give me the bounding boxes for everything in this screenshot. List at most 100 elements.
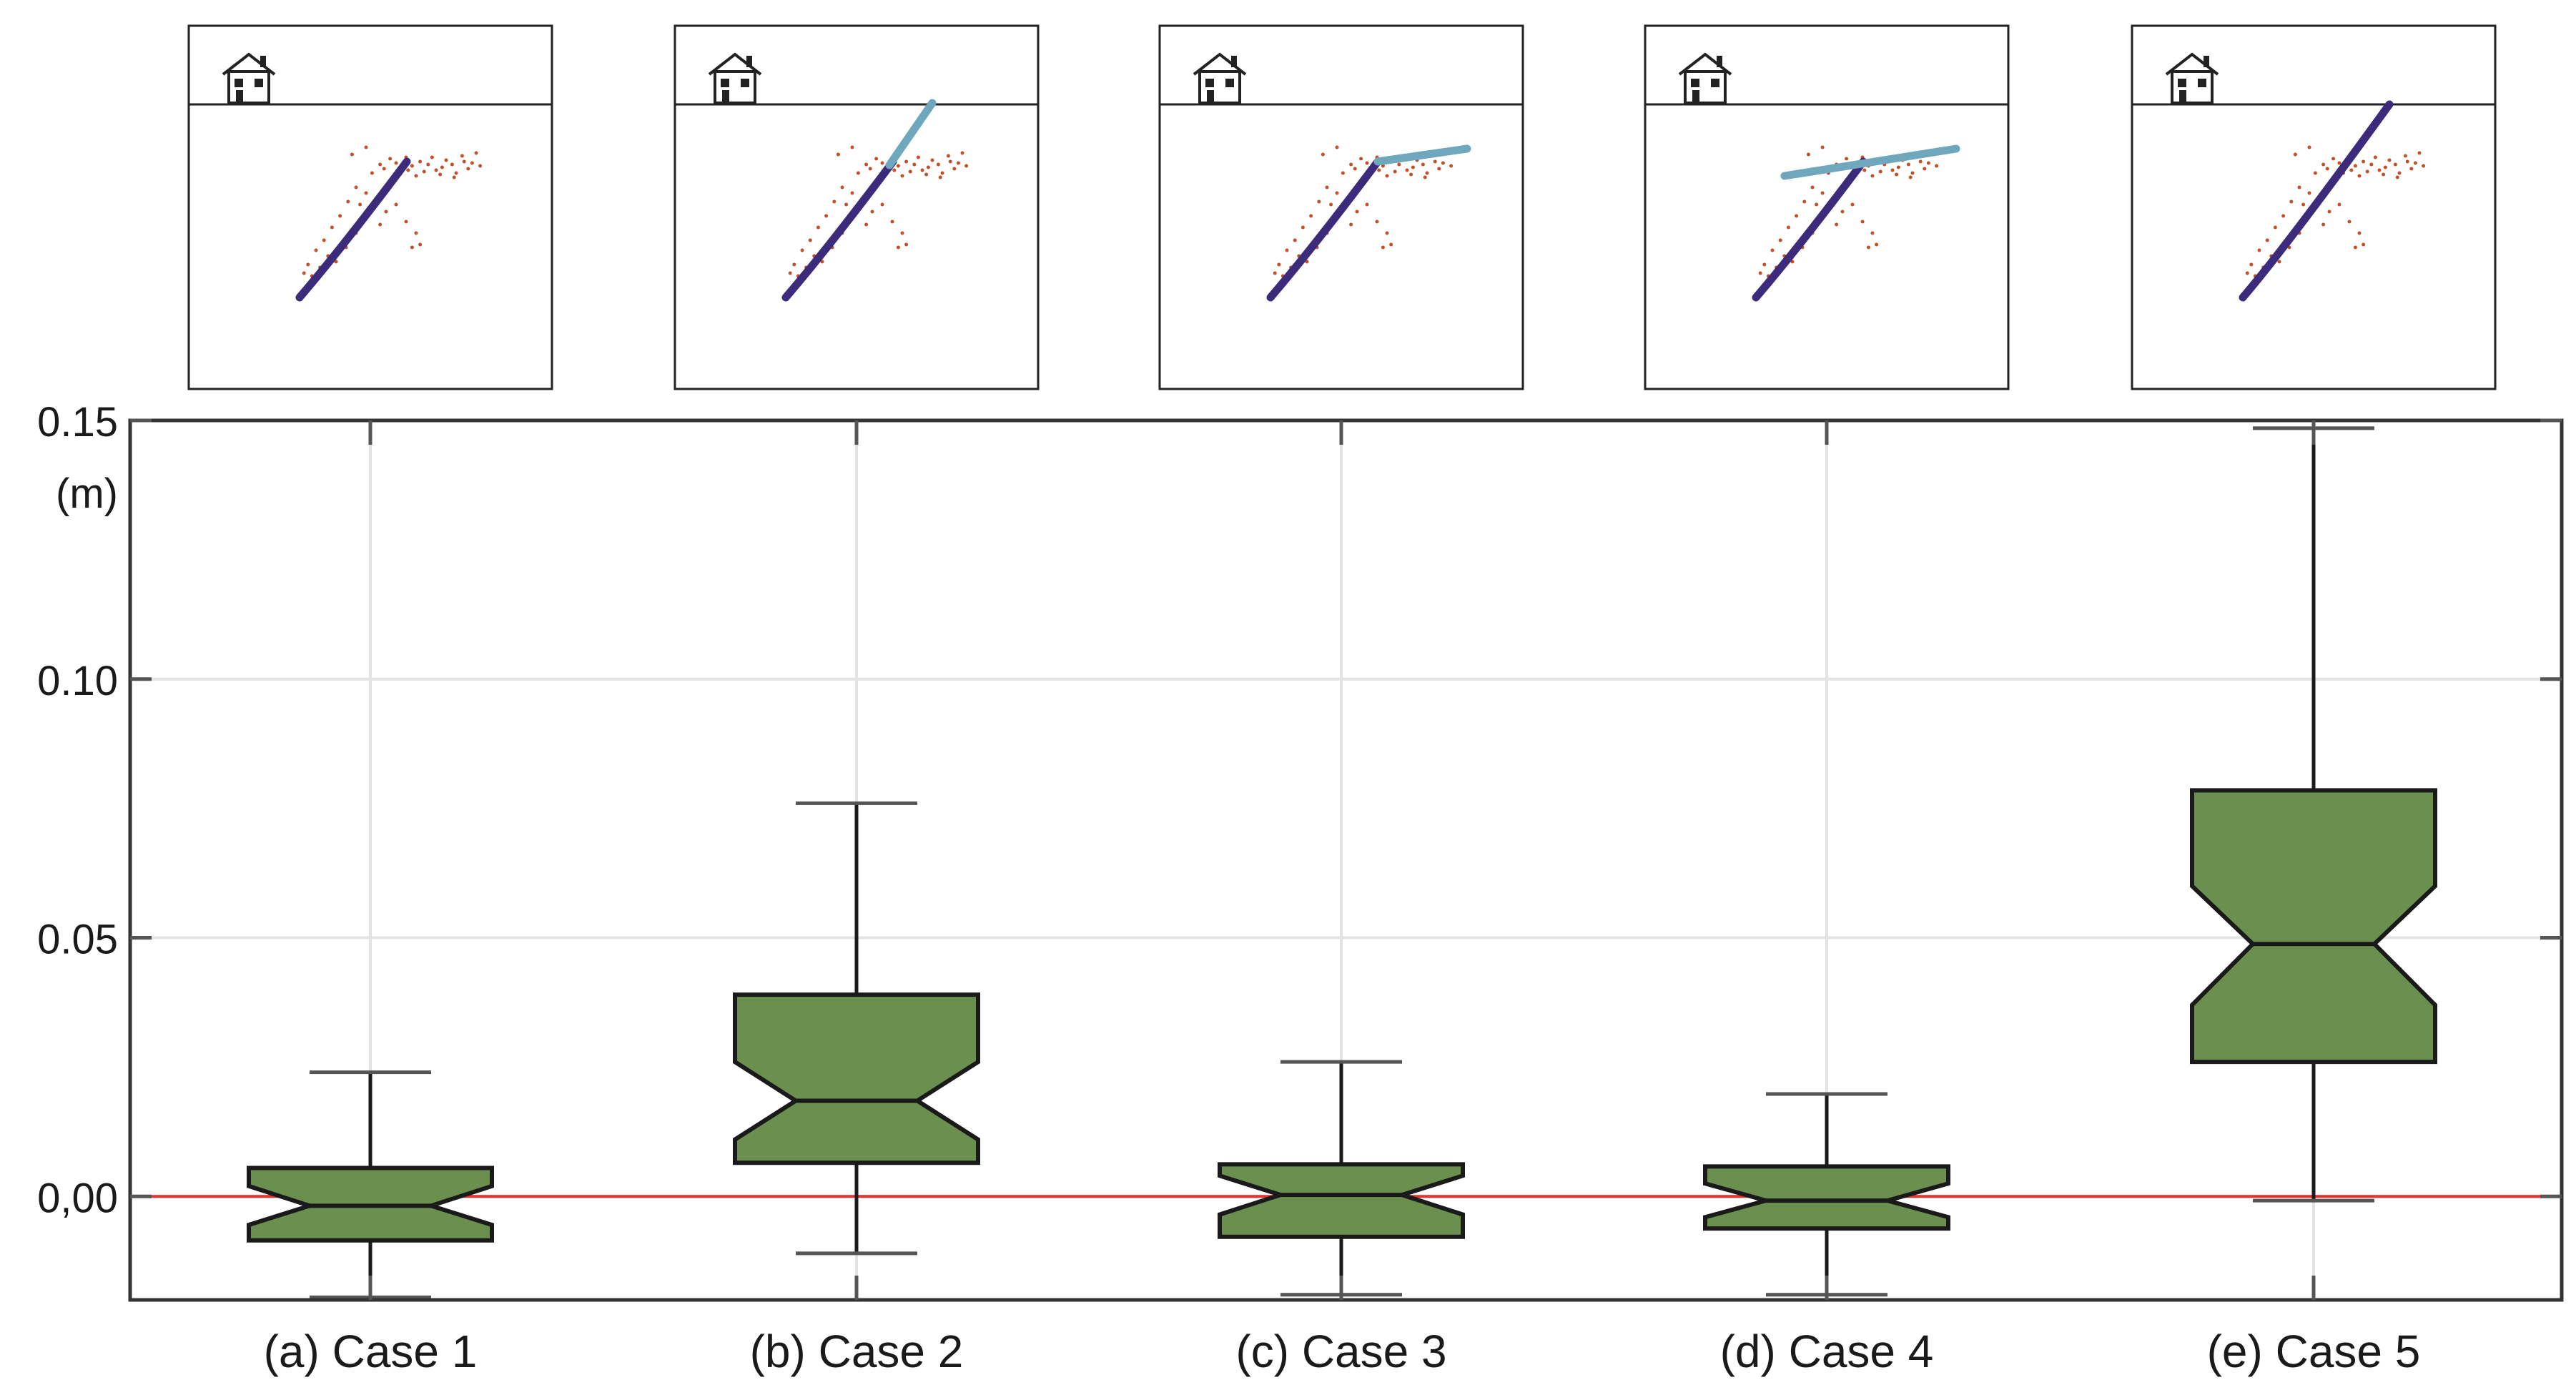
box-3	[1218, 1060, 1465, 1297]
box-1	[247, 1070, 494, 1299]
event-point-16	[2397, 171, 2402, 175]
event-point-19	[2422, 164, 2426, 168]
event-point-39	[2357, 231, 2362, 235]
event-point-52	[350, 152, 354, 157]
event-point-37	[2337, 202, 2341, 207]
door	[236, 90, 243, 103]
event-point-29	[832, 199, 837, 204]
event-point-17	[470, 161, 474, 165]
event-point-12	[2353, 164, 2357, 168]
chimney	[1717, 56, 1722, 67]
event-point-34	[850, 191, 854, 195]
event-point-13	[422, 169, 426, 174]
event-point-29	[346, 199, 350, 204]
event-point-23	[2369, 162, 2374, 167]
event-point-28	[358, 202, 362, 207]
event-point-14	[1890, 168, 1895, 172]
box-5	[2190, 426, 2437, 1203]
box-2	[733, 801, 980, 1256]
door	[1692, 90, 1699, 103]
event-point-39	[1870, 231, 1875, 235]
chimney	[1231, 56, 1237, 67]
event-point-29	[1317, 199, 1321, 204]
event-point-32	[322, 238, 326, 242]
event-point-29	[2289, 199, 2294, 204]
event-point-44	[820, 260, 824, 264]
event-point-28	[2301, 202, 2306, 207]
event-point-12	[896, 164, 900, 168]
event-point-34	[364, 191, 368, 195]
event-point-4	[2373, 155, 2377, 159]
event-point-45	[1762, 262, 1767, 267]
event-point-23	[426, 162, 430, 167]
house-icon	[1193, 52, 1247, 104]
main-fault	[1752, 157, 1867, 302]
inset-2	[673, 24, 1040, 390]
event-point-7	[460, 154, 464, 158]
event-point-53	[364, 145, 368, 149]
event-point-33	[1770, 248, 1775, 252]
event-point-52	[2293, 152, 2297, 157]
event-point-18	[2417, 151, 2422, 155]
event-point-26	[462, 159, 466, 164]
event-point-1	[394, 161, 398, 165]
event-point-8	[1437, 167, 1441, 171]
event-point-45	[306, 262, 310, 267]
event-point-22	[2357, 174, 2362, 178]
notched-box	[2190, 788, 2437, 1065]
event-point-9	[856, 171, 860, 175]
event-point-19	[1449, 164, 1454, 168]
main-fault	[781, 157, 897, 302]
event-point-4	[916, 155, 920, 159]
event-point-39	[900, 231, 904, 235]
event-point-8	[952, 167, 957, 171]
event-point-24	[2382, 172, 2386, 177]
event-point-0	[864, 162, 869, 167]
event-point-30	[824, 214, 829, 218]
secondary-fault	[885, 99, 937, 169]
event-point-46	[2245, 271, 2249, 275]
chimney	[746, 56, 752, 67]
event-point-46	[788, 271, 792, 275]
roof	[1193, 52, 1247, 76]
house-icon	[222, 52, 276, 104]
event-point-39	[414, 231, 418, 235]
event-point-25	[1423, 175, 1427, 179]
event-point-33	[1285, 248, 1289, 252]
event-point-32	[1778, 238, 1782, 242]
event-point-5	[926, 165, 930, 169]
window-right	[741, 79, 749, 87]
event-point-8	[1923, 167, 1927, 171]
house-icon	[2165, 52, 2219, 104]
event-point-36	[1840, 210, 1845, 214]
inset-5	[2131, 24, 2497, 390]
event-point-3	[2362, 159, 2366, 164]
event-point-24	[924, 172, 929, 177]
box-4	[1703, 1092, 1950, 1297]
event-point-15	[444, 158, 448, 162]
event-point-39	[1385, 231, 1389, 235]
event-point-33	[800, 248, 804, 252]
event-point-8	[2409, 167, 2414, 171]
event-point-23	[1397, 162, 1401, 167]
house-icon	[1678, 52, 1732, 104]
event-point-51	[1349, 222, 1353, 227]
y-tick-label-1: 0.10	[37, 658, 118, 704]
event-point-12	[410, 164, 414, 168]
window-right	[1711, 79, 1719, 87]
event-point-27	[840, 185, 844, 189]
event-point-5	[2383, 165, 2387, 169]
event-point-20	[874, 157, 879, 161]
event-point-15	[2387, 158, 2392, 162]
event-point-36	[1355, 210, 1359, 214]
main-fault	[1266, 157, 1382, 302]
event-point-24	[438, 172, 443, 177]
window-right	[1225, 79, 1234, 87]
event-point-31	[330, 225, 334, 230]
event-point-22	[900, 174, 904, 178]
roof	[1678, 52, 1732, 76]
inset-1	[187, 24, 553, 390]
event-point-52	[836, 152, 840, 157]
event-point-37	[1850, 202, 1855, 207]
category-label-1: (a) Case 1	[264, 1326, 478, 1377]
